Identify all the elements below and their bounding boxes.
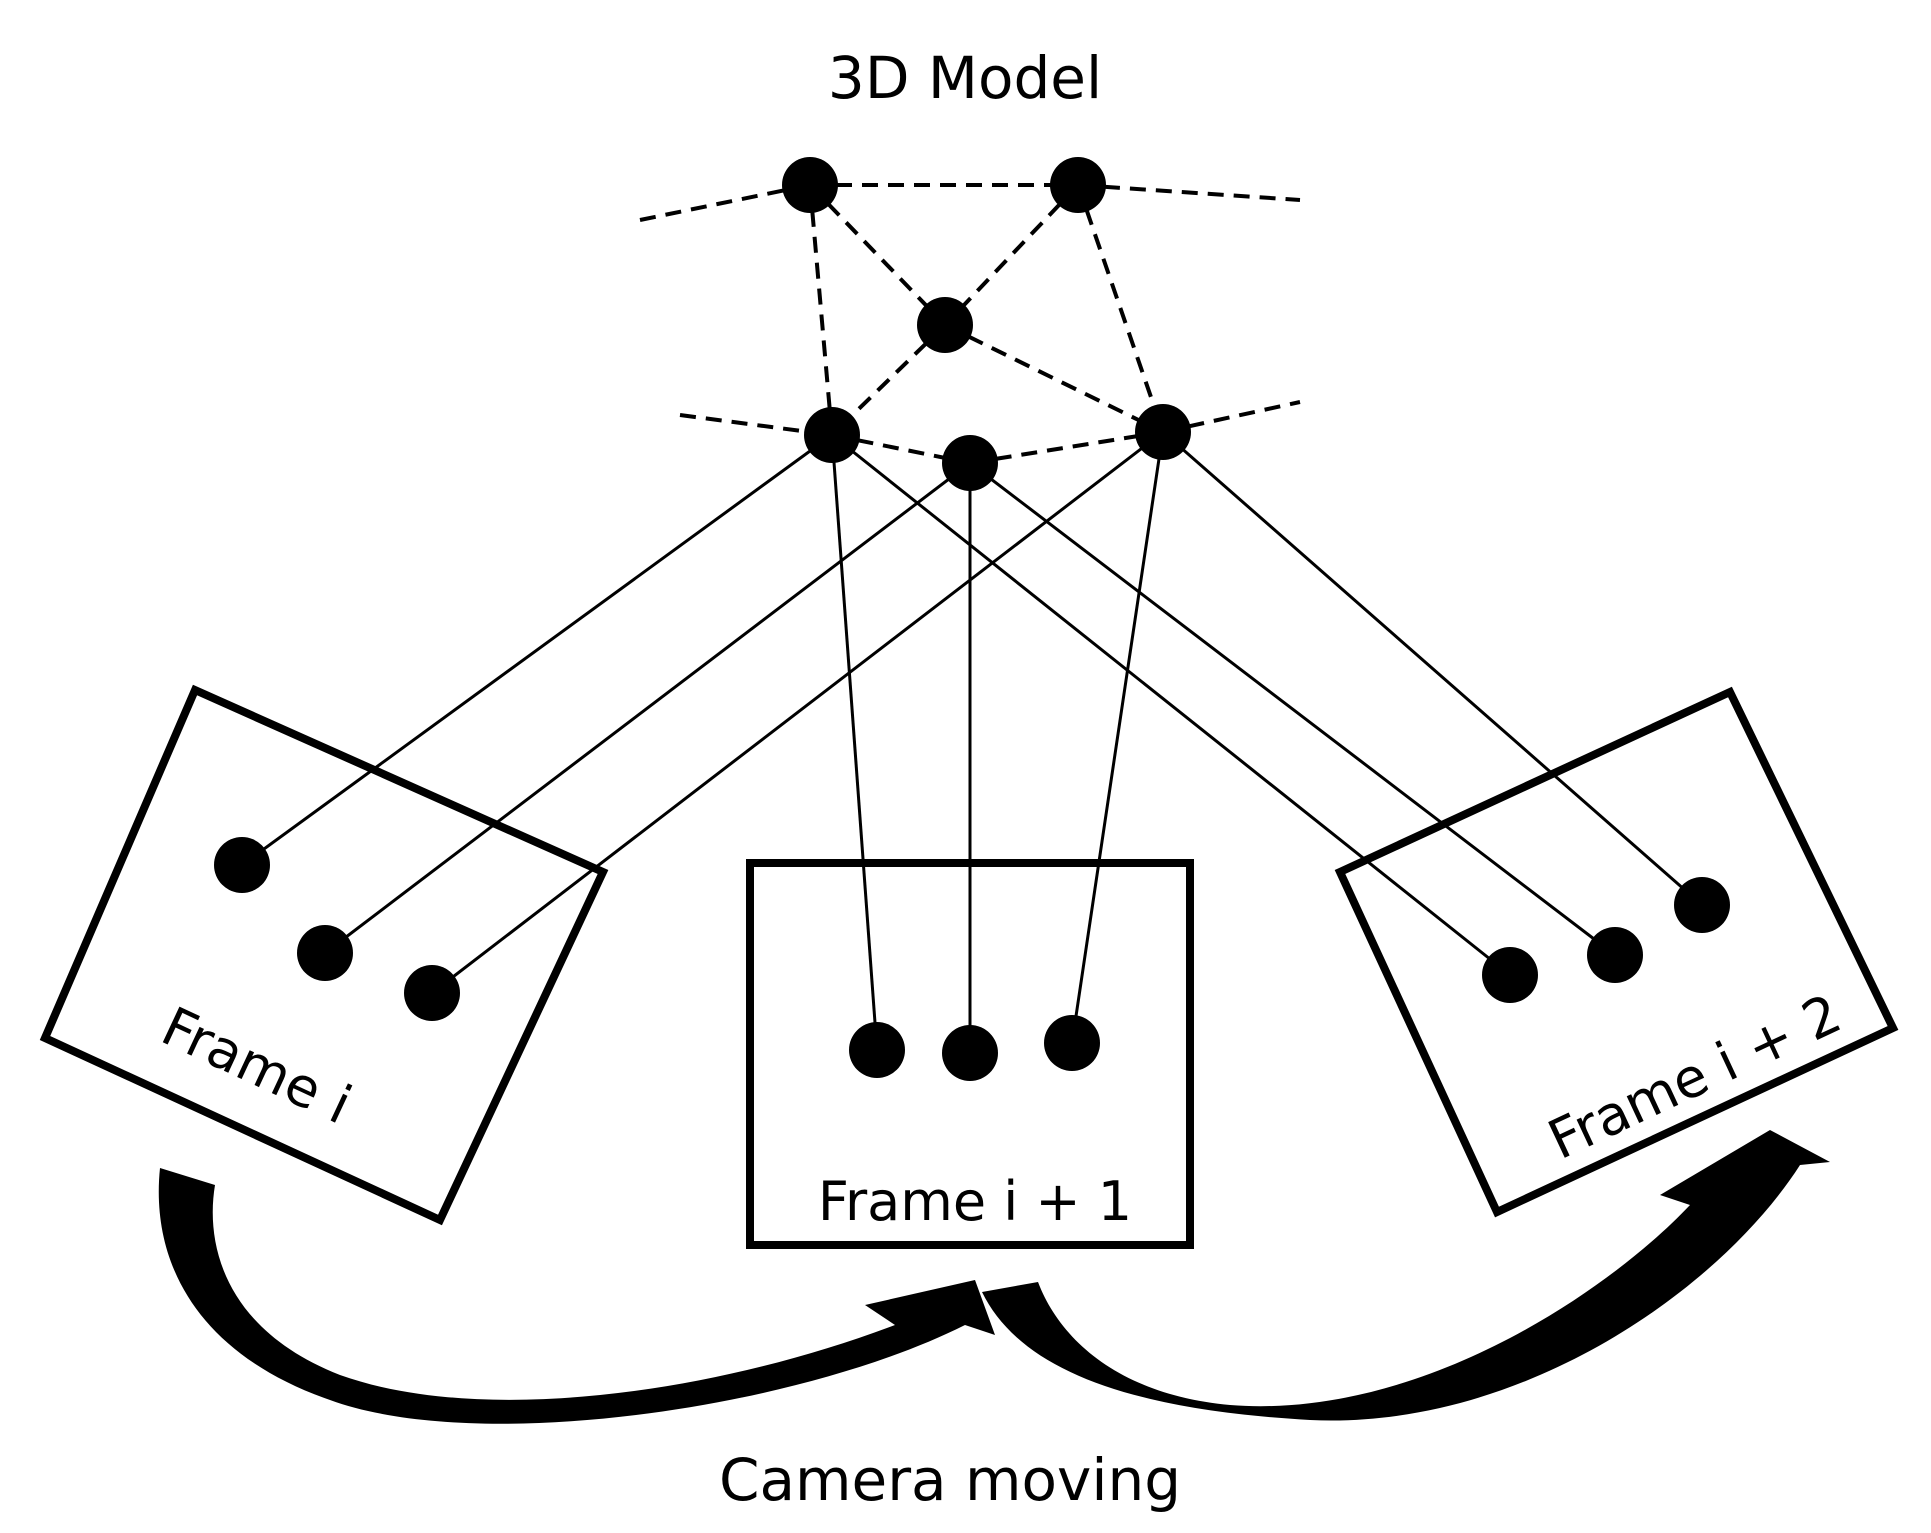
mesh-edge xyxy=(808,183,947,327)
camera-motion-arrows xyxy=(158,1130,1830,1424)
mesh-edge xyxy=(944,323,1164,434)
curved-arrow-right xyxy=(982,1130,1830,1421)
frame-i-plus-2-feature-point xyxy=(1674,877,1730,933)
mesh-edge xyxy=(943,183,1080,327)
frame-i-label: Frame i xyxy=(153,995,361,1137)
frame-i-border xyxy=(39,684,609,1226)
projection-rays xyxy=(241,430,1703,1053)
model-point xyxy=(942,435,998,491)
frame-i-feature-point xyxy=(297,925,353,981)
frame-i-plus-2-feature-point xyxy=(1482,947,1538,1003)
mesh-edge xyxy=(969,430,1164,465)
frame-i-plus-1-label: Frame i + 1 xyxy=(818,1170,1132,1233)
model-point xyxy=(1050,157,1106,213)
model-title: 3D Model xyxy=(828,44,1102,112)
ray xyxy=(241,433,833,867)
ray xyxy=(431,430,1164,995)
ray xyxy=(831,433,1511,977)
model-point xyxy=(782,157,838,213)
mesh-edge xyxy=(1076,184,1165,433)
frame-i-plus-1-feature-point xyxy=(1044,1015,1100,1071)
model-point xyxy=(917,297,973,353)
ray xyxy=(1162,430,1703,907)
ray xyxy=(324,461,971,955)
frame-i-plus-1-border xyxy=(746,859,1194,1249)
ray xyxy=(969,461,1616,957)
frame-i-plus-1-feature-point xyxy=(849,1022,905,1078)
ray xyxy=(1070,431,1165,1044)
frame-i-plus-2-feature-point xyxy=(1587,927,1643,983)
frame-i-feature-point xyxy=(404,965,460,1021)
frame-i-plus-1: Frame i + 1 xyxy=(746,859,1194,1249)
mesh-edge xyxy=(1162,400,1301,434)
feature-points xyxy=(214,837,1730,1081)
mesh-edge xyxy=(808,184,834,436)
frame-i-feature-point xyxy=(214,837,270,893)
model-point xyxy=(1135,404,1191,460)
caption: Camera moving xyxy=(719,1446,1181,1514)
mesh-edge xyxy=(1077,183,1301,202)
ray xyxy=(830,434,879,1051)
model-point xyxy=(804,407,860,463)
frame-i-plus-2-label: Frame i + 2 xyxy=(1539,982,1851,1172)
frame-i-plus-1-feature-point xyxy=(942,1025,998,1081)
model-points xyxy=(782,157,1191,491)
mesh-edge xyxy=(639,183,811,222)
frame-i-plus-2-border xyxy=(1334,686,1899,1218)
